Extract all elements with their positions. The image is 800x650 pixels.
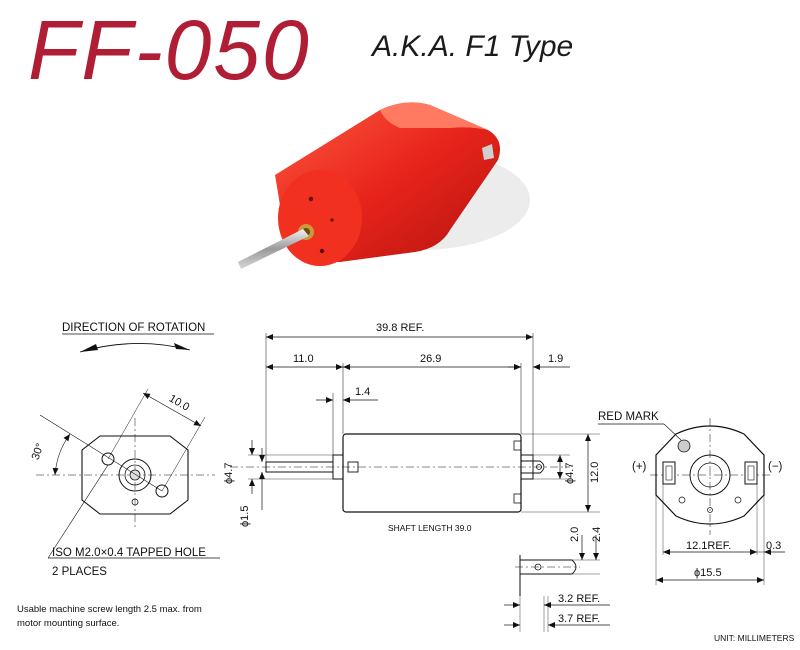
motor-shaft [238, 229, 309, 269]
tapped-hole-count: 2 PLACES [52, 566, 107, 578]
terminal-ref-2: 3.7 REF. [558, 613, 600, 625]
rear-length-label: 1.9 [548, 353, 563, 365]
end-width-label: 12.1REF. [686, 540, 731, 552]
terminal-ref-1: 3.2 REF. [558, 593, 600, 605]
motor-photo [238, 102, 530, 269]
terminal-minus [744, 461, 758, 485]
unit-label: UNIT: MILLIMETERS [714, 633, 795, 643]
motor-terminal [482, 144, 494, 160]
shaft-length-label: SHAFT LENGTH 39.0 [388, 523, 472, 533]
red-mark-label: RED MARK [598, 411, 659, 423]
boss-length-label: 1.4 [355, 386, 370, 398]
shaft-diameter-label: ϕ1.5 [239, 506, 251, 527]
motor-can-outline [342, 433, 522, 513]
aka-subtitle: A.K.A. F1 Type [372, 30, 574, 63]
rear-diameter-label: ϕ4.7 [564, 463, 576, 484]
body-length-label: 26.9 [420, 353, 441, 365]
end-boss [689, 454, 731, 496]
left-face-view: DIRECTION OF ROTATION 30° 10.0 ISO M2.0×… [17, 322, 220, 629]
center-boss [118, 458, 152, 492]
spacing-10-label: 10.0 [167, 393, 192, 414]
screw-note-line1: Usable machine screw length 2.5 max. fro… [17, 604, 202, 615]
mount-hole-1 [308, 196, 314, 202]
minus-label: (−) [768, 461, 783, 473]
angle-30-label: 30° [30, 442, 47, 462]
side-view: 39.8 REF. 11.0 26.9 1.9 1.4 ϕ4.7 ϕ1.5 [223, 322, 601, 533]
tapped-hole-label: ISO M2.0×0.4 TAPPED HOLE [52, 547, 206, 559]
terminal-dim-1: 2.0 [569, 527, 581, 542]
motor-end-cap [278, 170, 362, 266]
screw-note-line2: motor mounting surface. [17, 618, 119, 629]
end-diameter-label: ϕ15.5 [694, 567, 722, 579]
terminal-detail: 2.0 2.4 3.2 REF. 3.7 REF. [504, 527, 610, 632]
plus-label: (+) [632, 461, 647, 473]
red-mark-dot [677, 439, 691, 453]
end-view: RED MARK (+) (−) 12.1REF. [598, 411, 785, 585]
terminal-plus [662, 461, 676, 485]
face-plate-outline [81, 435, 189, 515]
end-gap-label: 0.3 [766, 540, 781, 552]
side-shaft [265, 461, 334, 473]
height-label: 12.0 [589, 462, 601, 483]
overall-length-label: 39.8 REF. [376, 322, 424, 334]
boss-diameter-label: ϕ4.7 [223, 463, 235, 484]
end-cap-outline [655, 425, 765, 525]
motor-top-highlight [380, 102, 488, 130]
rear-boss [520, 454, 534, 480]
direction-of-rotation-label: DIRECTION OF ROTATION [62, 322, 205, 334]
mount-hole-2 [319, 248, 325, 254]
model-title: FF-050 [28, 3, 311, 97]
terminal-dim-2: 2.4 [591, 527, 603, 542]
shaft-extension-label: 11.0 [293, 353, 314, 365]
